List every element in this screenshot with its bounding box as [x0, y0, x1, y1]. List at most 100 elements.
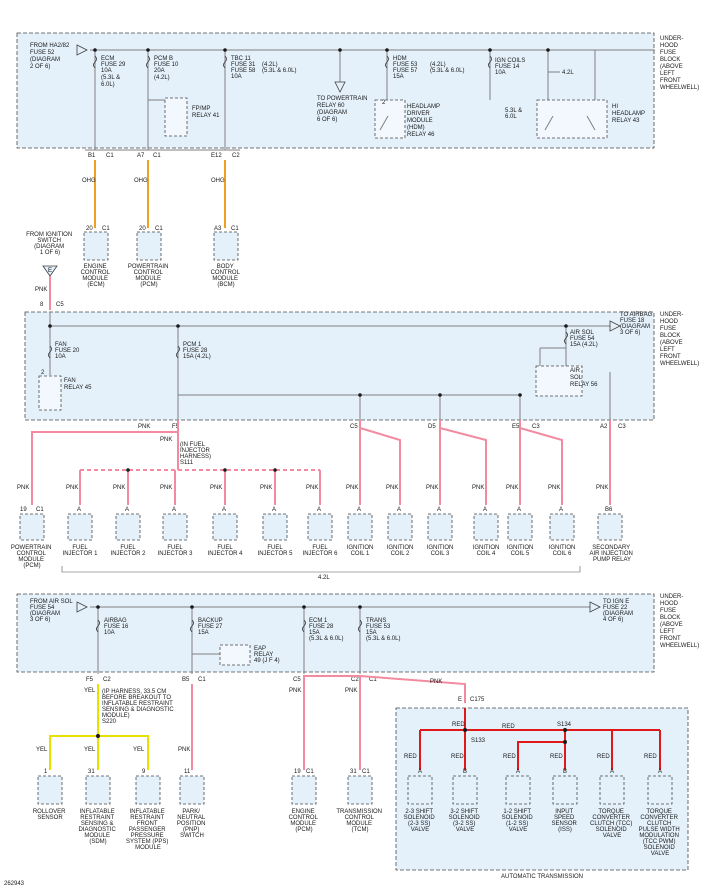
- ss32-label: 3-2 SHIFT SOLENOID (3-2 SS) VALVE: [449, 809, 482, 833]
- ignition-feed-arrow: [42, 265, 58, 277]
- mid-conn-c5: C5: [350, 424, 358, 430]
- eap-relay-label: EAP RELAY 49 (J F 4): [254, 646, 280, 664]
- ecm1-fuse-label: ECM 1 FUSE 28 15A (5.3L & 6.0L): [309, 618, 343, 642]
- air-relay-label: AIR SOL RELAY 56: [570, 368, 598, 388]
- ss12-label: 1-2 SHIFT SOLENOID (1-2 SS) VALVE: [502, 809, 535, 833]
- mid-conn-d5: D5: [428, 424, 436, 430]
- pcm1-fuse-label: PCM 1 FUSE 28 15A (4.2L): [183, 342, 211, 360]
- mid-conn-c3a: C3: [532, 424, 540, 430]
- air-pump-label: SECONDARY AIR INJECTION PUMP RELAY: [589, 545, 634, 563]
- backup-fuse-label: BACKUP FUSE 27 15A: [198, 618, 224, 636]
- top-modules: [83, 231, 239, 261]
- splice-s133: S133: [471, 738, 486, 744]
- bot-conn-b5: B5: [182, 677, 190, 683]
- mid-conn-e5: E5: [512, 424, 520, 430]
- sdm-label: INFLATABLE RESTRAINT SENSING & DIAGNOSTI…: [78, 809, 117, 845]
- pnk-wires-mid: [31, 420, 611, 505]
- fuse-block-bot: [16, 593, 655, 674]
- pnp-switch-label: PARK/ NEUTRAL POSITION (PNP) SWITCH: [177, 809, 207, 839]
- tcm-label: TRANSMISSION CONTROL MODULE (TCM): [336, 809, 383, 833]
- top-source-label: FROM HA2/82 FUSE 52 (DIAGRAM 2 OF 6): [30, 43, 71, 70]
- top-block-note: UNDER- HOOD FUSE BLOCK (ABOVE LEFT FRONT…: [660, 36, 699, 91]
- pps-label: INFLATABLE RESTRAINT FRONT PASSENGER PRE…: [126, 809, 170, 851]
- pcm-label: POWERTRAIN CONTROL MODULE (PCM): [128, 264, 170, 288]
- hdm-notes: (4.2L) (5.3L & 6.0L): [430, 62, 464, 74]
- ecm-label: ENGINE CONTROL MODULE (ECM): [81, 264, 112, 288]
- top-conn-b1: B1: [88, 153, 96, 159]
- tcc-label: TORQUE CONVERTER CLUTCH (TCC) SOLENOID V…: [590, 809, 634, 839]
- harness-s111: (IN FUEL INJECTOR HARNESS) S111: [180, 442, 213, 466]
- yel-wires: [49, 684, 149, 770]
- bot-components: [37, 775, 373, 805]
- tbc-notes: (4.2L) (5.3L & 6.0L): [262, 62, 296, 74]
- bot-comp-c1-pins: C1 C1: [306, 769, 370, 775]
- ecm-fuse-label: ECM FUSE 29 10A (5.3L & 6.0L): [101, 56, 127, 88]
- yel-labels: YEL YEL YEL YEL: [36, 688, 145, 753]
- diagram-id: 262943: [4, 881, 25, 887]
- mid-pin-a-labels: A A A A A A A A A A A A: [77, 507, 563, 513]
- wire-color-1: OHG: [82, 178, 96, 184]
- note-42: 4.2L: [562, 70, 574, 76]
- bot-conn-f5: F5: [86, 677, 94, 683]
- bcm-label: BODY CONTROL MODULE (BCM): [211, 264, 242, 288]
- wire-color-3: OHG: [211, 178, 225, 184]
- bot-comp-pins: 1 31 9 11 19 31: [44, 769, 357, 775]
- hdm-module-label: HEADLAMP DRIVER MODULE (HDM) RELAY 46: [407, 104, 442, 138]
- mid-pnk-labels: PNK PNK PNK PNK PNK PNK PNK PNK PNK PNK …: [17, 424, 608, 491]
- airsol-fuse-label: AIR SOL FUSE 54 15A (4.2L): [570, 330, 598, 348]
- to-ign-e-label: TO IGN E FUSE 22 (DIAGRAM 4 OF 6): [603, 599, 635, 623]
- fpmp-relay-label: FP/MP RELAY 41: [192, 106, 220, 119]
- hdm-pin-label: 2: [382, 100, 386, 106]
- top-conn-c2: C2: [232, 153, 240, 159]
- mid-block-note: UNDER- HOOD FUSE BLOCK (ABOVE LEFT FRONT…: [660, 312, 699, 367]
- auto-trans-label: AUTOMATIC TRANSMISSION: [501, 874, 583, 880]
- airbag-fuse-label: AIRBAG FUSE 16 10A: [104, 618, 130, 636]
- ohg-wires: [94, 160, 226, 228]
- ss23-label: 2-3 SHIFT SOLENOID (2-3 SS) VALVE: [404, 809, 437, 833]
- ign-fuse-label: IGN COILS FUSE 14 10A: [495, 58, 527, 76]
- to-airbag-label: TO AIRBAG FUSE 18 (DIAGRAM 3 OF 6): [620, 312, 654, 336]
- bot-source-label: FROM AIR SOL FUSE 54 (DIAGRAM 3 OF 6): [30, 599, 74, 623]
- auto-trans-box: [395, 707, 689, 871]
- bot-conn-c1b: C1: [369, 677, 377, 683]
- bot-pnk-labels: PNK PNK PNK PNK: [178, 679, 442, 753]
- mid-conn-a2: A2: [600, 424, 608, 430]
- engine-note-42: 4.2L: [318, 575, 330, 581]
- rollover-sensor-label: ROLLOVER SENSOR: [33, 809, 67, 821]
- ignition-e-letter: E: [48, 268, 52, 274]
- top-conn-a7: A7: [137, 153, 145, 159]
- fuse-block-top: [16, 32, 655, 151]
- wire-color-2: OHG: [134, 178, 148, 184]
- bot-conn-c5: C5: [293, 677, 301, 683]
- harness-s220: (IP HARNESS, 33.5 CM BEFORE BREAKOUT TO …: [102, 689, 175, 725]
- fuse-block-mid: [24, 311, 655, 421]
- to-powertrain-relay: TO POWERTRAIN RELAY 60 (DIAGRAM 6 OF 6): [317, 96, 369, 123]
- engine-bracket: [61, 566, 581, 573]
- trans-fuse-label: TRANS FUSE 53 15A (5.3L & 6.0L): [366, 618, 400, 642]
- ign-wire-color: PNK: [35, 287, 47, 293]
- ecm-bot-label: ENGINE CONTROL MODULE (PCM): [289, 809, 320, 833]
- fan-relay-label: FAN RELAY 45: [64, 378, 92, 391]
- fan-relay-pin: 2: [41, 370, 45, 376]
- pcmb-fuse-label: PCM B FUSE 10 20A (4.2L): [154, 56, 180, 81]
- pcm-mid-label: POWERTRAIN CONTROL MODULE (PCM): [11, 545, 53, 569]
- top-conn-e12: E12: [211, 153, 222, 159]
- pnk-wires-bot: [191, 675, 466, 770]
